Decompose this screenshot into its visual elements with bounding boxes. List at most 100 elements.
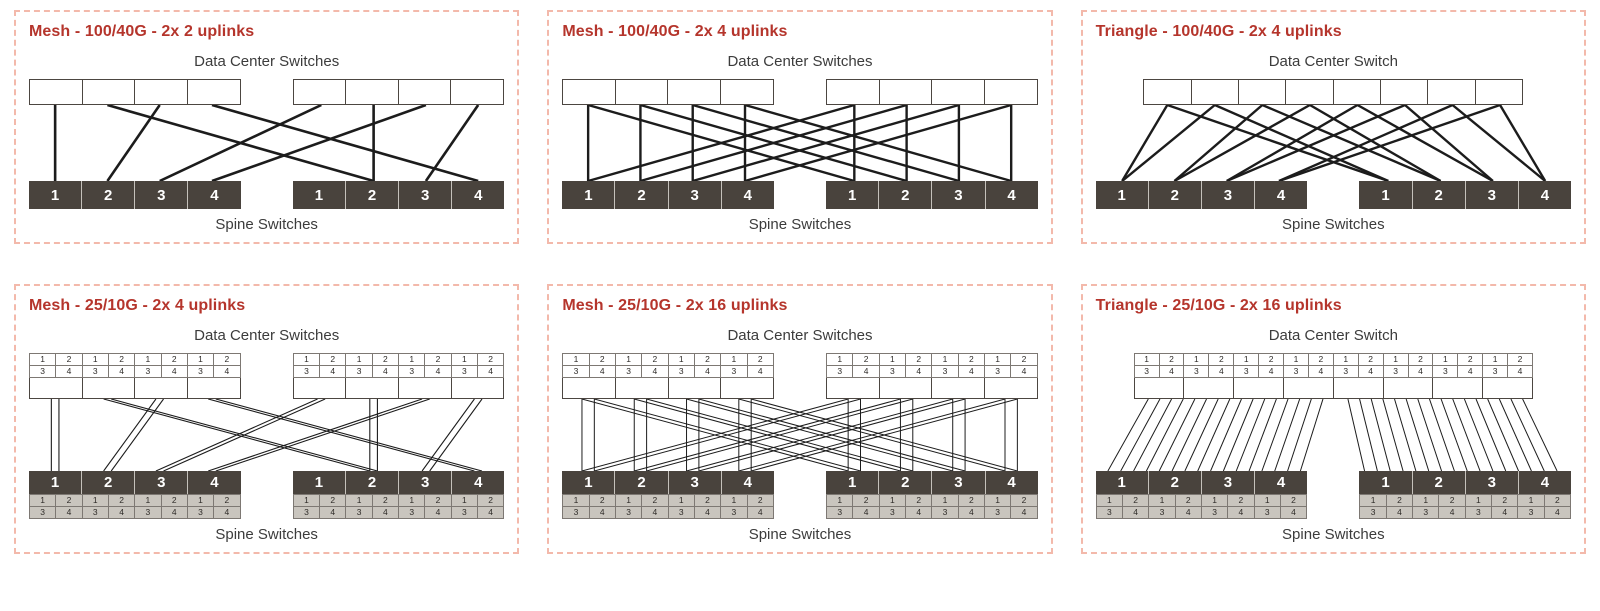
uplink-cable-line: [1405, 105, 1493, 181]
dc-switch-box: [186, 79, 241, 105]
spine-switches-label: Spine Switches: [1282, 216, 1385, 233]
dc-switch-segment: [827, 378, 879, 398]
spine-switch-box: 2: [344, 181, 399, 209]
dc-switch-group: [562, 79, 774, 105]
uplink-cable-line: [1159, 399, 1195, 471]
port-cell: 1: [1096, 495, 1122, 506]
dc-switch-box: [667, 79, 722, 105]
port-cell: 1: [30, 495, 56, 506]
port-cell: 1: [293, 495, 320, 506]
port-cell: 3: [879, 366, 906, 377]
port-cell: 1: [30, 354, 56, 365]
port-cell: 1: [1234, 354, 1259, 365]
dc-switch-box: [983, 79, 1038, 105]
uplink-cable-line: [635, 399, 901, 471]
panel-mesh-25-10g-2x16-uplinks: Mesh - 25/10G - 2x 16 uplinks Data Cente…: [547, 284, 1053, 554]
dc-switch-segment: [186, 378, 240, 398]
uplink-cable-line: [430, 399, 482, 471]
dc-switch-box: [29, 79, 83, 105]
port-cell: 1: [668, 354, 694, 365]
uplink-cables: [1096, 399, 1571, 471]
spine-switch-box: 4: [1254, 181, 1308, 209]
port-cell: 4: [958, 507, 985, 518]
port-cell: 3: [293, 507, 320, 518]
port-cell: 4: [372, 507, 399, 518]
port-cell: 4: [642, 366, 668, 377]
uplink-cable-line: [641, 105, 907, 181]
dc-switch-box: [1285, 79, 1335, 105]
dc-switch-box: [931, 79, 986, 105]
panel-mesh-100-40g-2x2-uplinks: Mesh - 100/40G - 2x 2 uplinks Data Cente…: [14, 10, 520, 244]
uplink-cable-line: [216, 399, 482, 471]
port-cell: 4: [853, 366, 879, 377]
uplink-cable-line: [1383, 399, 1403, 471]
dc-switch-box: [614, 79, 669, 105]
port-cell: 3: [399, 507, 425, 518]
dc-switch-box: [719, 79, 774, 105]
port-cell: 1: [615, 354, 642, 365]
port-cell: 4: [214, 366, 240, 377]
uplink-cable-line: [212, 105, 426, 181]
spine-switch-box: 1: [562, 471, 615, 494]
uplink-cable-line: [582, 399, 848, 471]
port-cell: 4: [1439, 507, 1465, 518]
dc-switch-body: [1133, 378, 1533, 399]
port-cell: 3: [1254, 507, 1280, 518]
port-cell: 2: [478, 354, 504, 365]
spine-switches-label: Spine Switches: [215, 216, 318, 233]
port-cell: 4: [425, 507, 451, 518]
dc-switch-segment: [398, 378, 451, 398]
port-cell: 2: [1492, 495, 1518, 506]
port-cell: 1: [668, 495, 694, 506]
dc-switch-boxes: [292, 79, 505, 105]
spine-switch-box: 1: [29, 471, 82, 494]
port-cell: 2: [906, 495, 932, 506]
port-cell: 2: [56, 495, 82, 506]
topology-diagrams-grid: Mesh - 100/40G - 2x 2 uplinks Data Cente…: [14, 10, 1586, 554]
data-center-switch-label: Data Center Switch: [1268, 53, 1398, 70]
uplink-cable-line: [1511, 399, 1544, 471]
port-cell: 3: [932, 366, 958, 377]
spine-switch-box: 2: [614, 471, 668, 494]
port-cell: 1: [615, 495, 642, 506]
port-cell: 1: [1413, 495, 1439, 506]
dc-switch-segment: [1432, 378, 1482, 398]
port-cell: 2: [1209, 354, 1234, 365]
port-cell: 3: [1483, 366, 1508, 377]
panel-title: Triangle - 100/40G - 2x 4 uplinks: [1095, 23, 1342, 40]
port-cell: 2: [214, 354, 240, 365]
spine-switch-box: 1: [562, 181, 615, 209]
uplink-cable-line: [1464, 399, 1493, 471]
port-cell: 3: [668, 366, 694, 377]
port-cell: 3: [1383, 366, 1408, 377]
port-cell: 2: [161, 495, 187, 506]
port-cell: 3: [563, 366, 589, 377]
port-cell: 2: [1308, 354, 1333, 365]
port-cell: 3: [1201, 507, 1228, 518]
port-cell: 2: [1175, 495, 1201, 506]
uplink-cable-line: [745, 105, 1011, 181]
port-cell: 1: [827, 354, 853, 365]
port-cell: 3: [1096, 507, 1122, 518]
dc-switch-box: [1190, 79, 1240, 105]
port-cell: 1: [293, 354, 320, 365]
